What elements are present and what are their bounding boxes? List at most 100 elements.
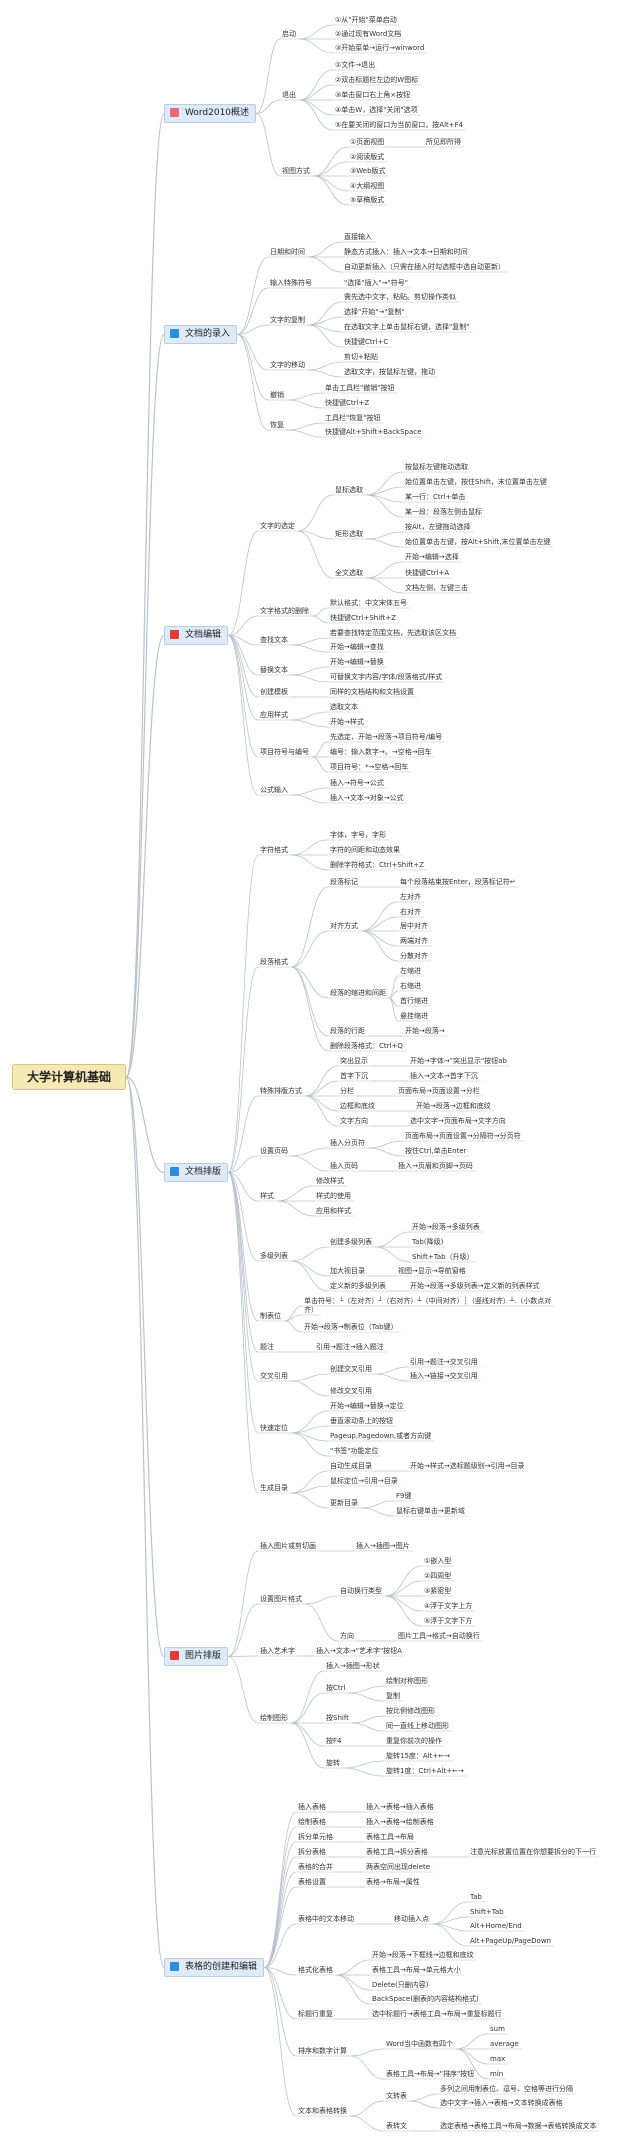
mindmap-node[interactable]: 开始→编辑→替换 — [330, 658, 384, 666]
mindmap-node[interactable]: 左缩进 — [400, 967, 421, 975]
mindmap-node[interactable]: 插入→插图→形状 — [326, 1662, 380, 1670]
mindmap-node[interactable]: 插入→符号→公式 — [330, 779, 384, 787]
mindmap-node[interactable]: 插入图片或剪切画 — [260, 1542, 316, 1550]
mindmap-node[interactable]: 文本和表格转换 — [298, 2107, 347, 2115]
mindmap-node[interactable]: 两表空间出现delete — [366, 1863, 431, 1871]
mindmap-node[interactable]: BackSpace(删表的内容结构格式) — [372, 1995, 479, 2003]
mindmap-node[interactable]: 表格设置 — [298, 1878, 326, 1886]
mindmap-node[interactable]: 按Ctrl — [326, 1684, 346, 1692]
mindmap-node[interactable]: 注意光标放置位置在你想要拆分的下一行 — [470, 1848, 596, 1856]
mindmap-node[interactable]: 开始→段落→多级列表→定义新的列表样式 — [410, 1282, 540, 1290]
mindmap-node[interactable]: Word当中函数有四个 — [386, 2040, 453, 2048]
mindmap-node[interactable]: 重复你前次的操作 — [386, 1737, 442, 1745]
mindmap-node[interactable]: 字符的间距和动态效果 — [330, 846, 400, 854]
mindmap-node[interactable]: Tab(降级) — [412, 1238, 444, 1246]
mindmap-node[interactable]: 启动 — [282, 30, 296, 38]
mindmap-node[interactable]: 齐） — [304, 1306, 318, 1314]
mindmap-node[interactable]: 表转文 — [386, 2122, 407, 2130]
mindmap-node[interactable]: min — [490, 2070, 504, 2078]
section-document-layout[interactable]: 文档排版 — [164, 1163, 229, 1182]
mindmap-node[interactable]: 插入→文本→首字下沉 — [410, 1072, 478, 1080]
mindmap-node[interactable]: 首行缩进 — [400, 997, 428, 1005]
mindmap-node[interactable]: 按比例修改图形 — [386, 1707, 435, 1715]
mindmap-node[interactable]: 自动换行类型 — [340, 1587, 382, 1595]
mindmap-node[interactable]: 表格中的文本移动 — [298, 1915, 354, 1923]
mindmap-node[interactable]: 多列之间用制表位、逗号、空格等进行分隔 — [440, 2085, 573, 2093]
mindmap-node[interactable]: ②双击标题栏左边的W图标 — [335, 76, 419, 84]
mindmap-node[interactable]: 按Alt，左键拖动选择 — [405, 523, 471, 531]
mindmap-node[interactable]: 页面布局→页面设置→分栏 — [398, 1087, 480, 1095]
mindmap-node[interactable]: 先选定，开始→段落→项目符号/编号 — [330, 733, 443, 741]
mindmap-node[interactable]: 默认格式：中文宋体五号 — [330, 599, 407, 607]
mindmap-node[interactable]: 悬挂缩进 — [400, 1012, 428, 1020]
mindmap-node[interactable]: 样式 — [260, 1192, 274, 1200]
mindmap-node[interactable]: Delete(只删内容) — [372, 1981, 429, 1989]
mindmap-node[interactable]: 边框和底纹 — [340, 1102, 375, 1110]
mindmap-node[interactable]: 左对齐 — [400, 893, 421, 901]
mindmap-node[interactable]: 直接输入 — [344, 233, 372, 241]
mindmap-node[interactable]: 文字的移动 — [270, 361, 305, 369]
mindmap-node[interactable]: 插入→文本→对象→公式 — [330, 794, 404, 802]
mindmap-node[interactable]: 每个段落结束按Enter，段落标记符↵ — [400, 878, 516, 886]
mindmap-node[interactable]: 段落格式 — [260, 958, 288, 966]
mindmap-node[interactable]: 排序和数字计算 — [298, 2047, 347, 2055]
mindmap-node[interactable]: 选取文字，按鼠标左键，拖动 — [344, 368, 435, 376]
mindmap-node[interactable]: 绘制表格 — [298, 1818, 326, 1826]
mindmap-node[interactable]: 段落标记 — [330, 878, 358, 886]
mindmap-node[interactable]: ④单击W，选择"关闭"选项 — [335, 106, 418, 114]
mindmap-node[interactable]: 文字的复制 — [270, 316, 305, 324]
mindmap-node[interactable]: 插入→文本→"艺术字"按钮A — [316, 1647, 402, 1655]
mindmap-node[interactable]: 移动插入点 — [394, 1915, 429, 1923]
mindmap-node[interactable]: 更新目录 — [330, 1499, 358, 1507]
mindmap-node[interactable]: 插入→表格→绘制表格 — [366, 1818, 434, 1826]
mindmap-node[interactable]: 生成目录 — [260, 1484, 288, 1492]
mindmap-node[interactable]: 设置图片格式 — [260, 1595, 302, 1603]
mindmap-node[interactable]: 选中标题行→表格工具→布局→重复标题行 — [372, 2010, 502, 2018]
mindmap-node[interactable]: 项目符号与编号 — [260, 748, 309, 756]
mindmap-node[interactable]: 按住Ctrl,单击Enter — [405, 1147, 467, 1155]
mindmap-node[interactable]: "选择"插入"→"符号" — [344, 279, 408, 287]
mindmap-node[interactable]: 多级列表 — [260, 1252, 288, 1260]
mindmap-node[interactable]: 垂直滚动条上的按钮 — [330, 1417, 393, 1425]
mindmap-node[interactable]: 快捷键Ctrl+A — [405, 569, 450, 577]
mindmap-node[interactable]: 某一段：段落左侧击鼠标 — [405, 508, 482, 516]
mindmap-node[interactable]: 工具栏"恢复"按钮 — [325, 414, 381, 422]
mindmap-node[interactable]: ③Web版式 — [350, 167, 386, 175]
mindmap-node[interactable]: 字体，字号，字形 — [330, 831, 386, 839]
mindmap-node[interactable]: 选中文字→插入→表格→文本转换成表格 — [440, 2099, 563, 2107]
mindmap-node[interactable]: 鼠标右键单击→更新域 — [396, 1507, 465, 1515]
mindmap-node[interactable]: 题注 — [260, 1343, 274, 1351]
mindmap-node[interactable]: 复制 — [386, 1692, 400, 1700]
mindmap-node[interactable]: 快捷键Ctrl+Shift+Z — [330, 614, 396, 622]
mindmap-node[interactable]: 两端对齐 — [400, 937, 428, 945]
mindmap-node[interactable]: 开始→段落→边框和底纹 — [416, 1102, 491, 1110]
mindmap-node[interactable]: ②四周型 — [424, 1572, 452, 1580]
mindmap-node[interactable]: 选定表格→表格工具→布局→数据→表格转换成文本 — [440, 2122, 597, 2130]
mindmap-node[interactable]: 删除段落格式：Ctrl+Q — [330, 1042, 403, 1050]
mindmap-node[interactable]: 输入特殊符号 — [270, 279, 312, 287]
mindmap-node[interactable]: 旋转15度：Alt+←→ — [386, 1752, 450, 1760]
mindmap-node[interactable]: 选择"开始"→"复制" — [344, 308, 405, 316]
mindmap-node[interactable]: 对齐方式 — [330, 922, 358, 930]
mindmap-node[interactable]: Pageup,Pagedown,或者方向键 — [330, 1432, 432, 1440]
mindmap-node[interactable]: 编号：输入数字→。→空格→回车 — [330, 748, 432, 756]
mindmap-node[interactable]: 标题行重复 — [298, 2010, 333, 2018]
mindmap-node[interactable]: ②阅读版式 — [350, 153, 385, 161]
mindmap-node[interactable]: 开始→样式→选标题级别→引用→目录 — [410, 1462, 525, 1470]
mindmap-node[interactable]: 特殊排版方式 — [260, 1087, 302, 1095]
section-picture-layout[interactable]: 图片排版 — [164, 1647, 229, 1666]
mindmap-node[interactable]: 拆分单元格 — [298, 1833, 333, 1841]
mindmap-node[interactable]: 快速定位 — [260, 1424, 288, 1432]
mindmap-node[interactable]: 自动更新插入（只需在插入时勾选框中选自动更新） — [344, 263, 505, 271]
mindmap-node[interactable]: 项目符号：*→空格→回车 — [330, 763, 409, 771]
mindmap-node[interactable]: 分栏 — [340, 1087, 354, 1095]
mindmap-node[interactable]: ④浮于文字上方 — [424, 1602, 473, 1610]
mindmap-node[interactable]: 字符格式 — [260, 846, 288, 854]
mindmap-node[interactable]: 加大视目录 — [330, 1267, 365, 1275]
mindmap-node[interactable]: 修改交叉引用 — [330, 1387, 372, 1395]
mindmap-node[interactable]: 插入→页眉和页脚→页码 — [398, 1162, 473, 1170]
mindmap-node[interactable]: 应用样式 — [260, 711, 288, 719]
mindmap-node[interactable]: "书签"功能定位 — [330, 1447, 379, 1455]
mindmap-node[interactable]: 交叉引用 — [260, 1372, 288, 1380]
mindmap-node[interactable]: Alt+Home/End — [470, 1922, 522, 1930]
